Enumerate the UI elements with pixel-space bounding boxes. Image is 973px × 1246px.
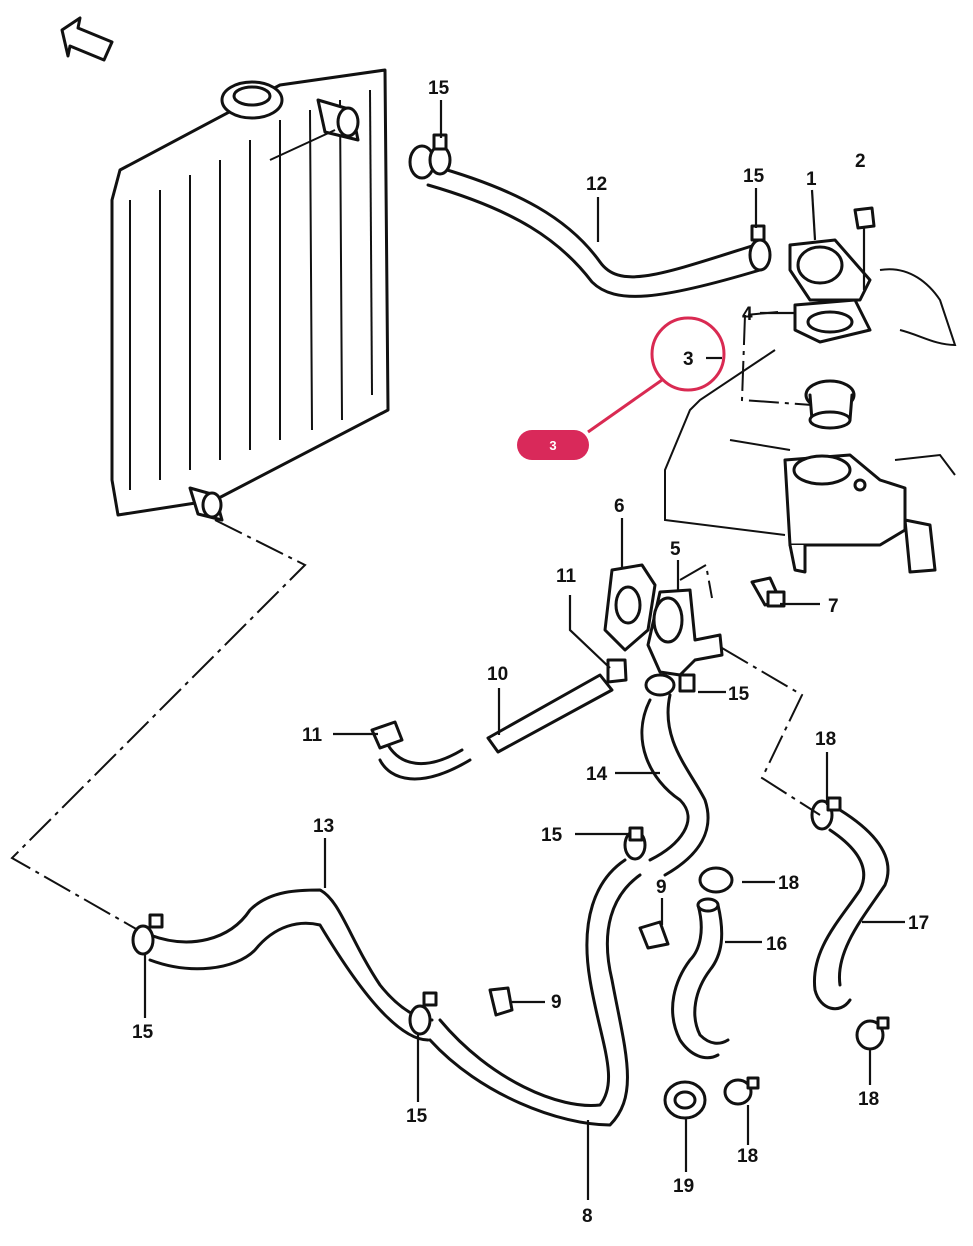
bolt — [853, 206, 876, 290]
highlight-badge[interactable]: 3 — [517, 430, 589, 460]
callout-1: 1 — [806, 169, 817, 190]
thermostat-cap — [788, 238, 872, 302]
callout-14: 14 — [586, 764, 608, 785]
thermostat-gasket — [793, 298, 872, 344]
bolt — [750, 576, 786, 608]
engine-housing — [664, 268, 957, 574]
heater-inlet-hose — [640, 673, 710, 877]
bolt — [638, 920, 670, 950]
callout-11-left: 11 — [302, 725, 323, 746]
highlight-connector — [587, 378, 663, 434]
callout-15-mid: 15 — [541, 825, 563, 846]
callout-19: 19 — [673, 1176, 694, 1197]
radiator-cap — [220, 80, 284, 120]
radiator-upper-inlet — [316, 98, 360, 142]
callout-18-right: 18 — [858, 1089, 879, 1110]
thermostat — [804, 379, 856, 430]
callout-11-upper: 11 — [556, 566, 577, 587]
hose-clamp — [748, 224, 772, 272]
upper-radiator-hose — [408, 144, 762, 298]
callout-15-pipe: 15 — [728, 684, 750, 705]
heater-return-hose — [810, 796, 890, 1011]
callout-15-left: 15 — [132, 1022, 154, 1043]
radiator — [110, 68, 390, 522]
hose-clamp — [855, 1016, 890, 1051]
bypass-hose — [486, 673, 614, 754]
heater-outlet-hose — [671, 866, 734, 1060]
callout-7: 7 — [828, 596, 839, 617]
callout-18-top: 18 — [815, 729, 836, 750]
water-inlet-gasket — [603, 563, 657, 652]
lower-radiator-hose — [131, 888, 438, 1042]
callout-6: 6 — [614, 496, 625, 517]
callout-12: 12 — [586, 174, 607, 195]
callout-17: 17 — [908, 913, 929, 934]
water-hose-long — [428, 826, 647, 1127]
callout-8: 8 — [582, 1206, 593, 1227]
bypass-hose-short — [370, 720, 472, 781]
callout-15-thermostat: 15 — [743, 166, 765, 187]
callout-16: 16 — [766, 934, 787, 955]
plug-cap — [663, 1080, 707, 1120]
water-inlet-pipe — [646, 588, 724, 677]
callout-9-upper: 9 — [656, 877, 667, 898]
callout-15-top: 15 — [428, 78, 450, 99]
hose-clamp — [723, 1076, 760, 1106]
callout-9-lower: 9 — [551, 992, 562, 1013]
bolt — [488, 986, 514, 1017]
callout-3: 3 — [683, 349, 694, 370]
hose-clamp — [428, 133, 452, 176]
callout-10: 10 — [487, 664, 508, 685]
callout-5: 5 — [670, 539, 681, 560]
radiator-lower-outlet — [188, 486, 224, 522]
highlight-circle — [650, 316, 726, 392]
callout-18-mid: 18 — [778, 873, 799, 894]
callout-15-bottom: 15 — [406, 1106, 428, 1127]
callout-4: 4 — [742, 304, 753, 325]
callout-2: 2 — [855, 151, 866, 172]
bolt — [606, 658, 628, 684]
front-direction-arrow-icon — [60, 16, 114, 62]
callout-13: 13 — [313, 816, 334, 837]
callout-18-bottom: 18 — [737, 1146, 758, 1167]
